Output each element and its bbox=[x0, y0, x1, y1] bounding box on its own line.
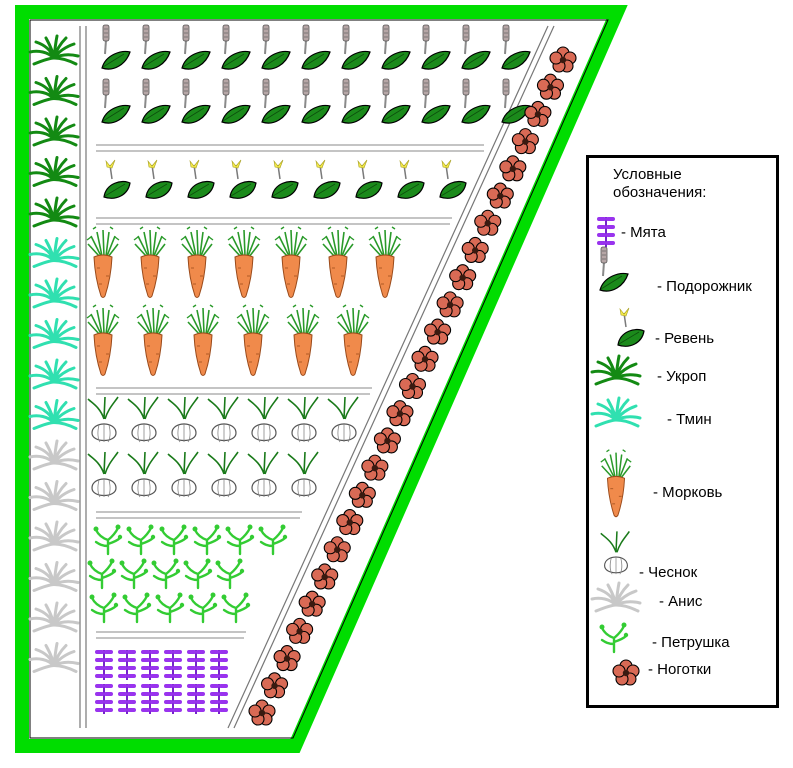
marigold-icon bbox=[612, 659, 640, 686]
legend: Условные обозначения: - Мята - Подорожник… bbox=[586, 155, 779, 708]
path-line bbox=[227, 25, 549, 729]
caraway-icon-symbol bbox=[590, 396, 642, 428]
marigold-icon-symbol bbox=[612, 659, 640, 686]
legend-label: - Морковь bbox=[653, 484, 723, 501]
garden-bed-outline bbox=[15, 5, 628, 753]
legend-label: - Ноготки bbox=[648, 661, 712, 678]
plantain-icon-symbol bbox=[599, 246, 629, 293]
legend-label: - Анис bbox=[659, 593, 703, 610]
carrot-icon bbox=[600, 448, 632, 518]
legend-label: - Петрушка bbox=[652, 634, 730, 651]
legend-label: - Подорожник bbox=[657, 278, 752, 295]
legend-label: - Чеснок bbox=[639, 564, 698, 581]
carrot-icon-symbol bbox=[600, 448, 632, 518]
legend-label: - Ревень bbox=[655, 330, 715, 347]
row-dividers bbox=[96, 144, 484, 639]
legend-label: - Укроп bbox=[657, 368, 707, 385]
path-line bbox=[233, 25, 555, 729]
legend-label: - Мята bbox=[621, 224, 666, 241]
legend-title: Условные обозначения: bbox=[613, 166, 707, 201]
legend-label: - Тмин bbox=[667, 411, 712, 428]
